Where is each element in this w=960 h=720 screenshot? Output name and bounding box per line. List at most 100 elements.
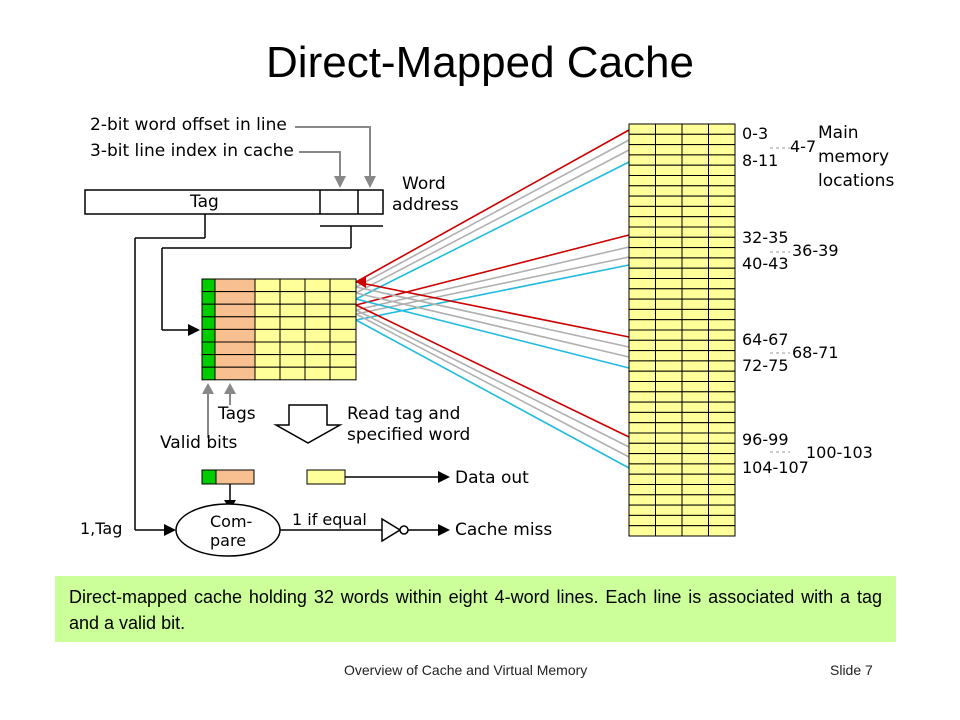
data-word-cell: [329, 278, 357, 293]
memory-word-cell: [708, 257, 736, 269]
mapping-line: [355, 256, 630, 315]
memory-word-cell: [681, 381, 709, 393]
memory-word-cell: [655, 288, 683, 300]
memory-word-cell: [708, 154, 736, 166]
tag-cell: [214, 316, 256, 330]
slide-title: Direct-Mapped Cache: [266, 38, 694, 87]
memory-word-cell: [628, 319, 656, 331]
mapping-line: [355, 129, 630, 283]
data-word-cell: [329, 316, 357, 330]
memory-word-cell: [628, 391, 656, 403]
inverter-gate: [381, 517, 402, 543]
range-label: 68-71: [792, 343, 839, 362]
data-word-cell: [254, 328, 281, 343]
slide-number: Slide 7: [830, 662, 873, 678]
data-word-cell: [304, 278, 331, 293]
memory-word-cell: [655, 298, 683, 310]
mapping-lines: [355, 129, 630, 469]
valid-bit-cell: [201, 278, 216, 293]
memory-word-cell: [681, 133, 709, 146]
valid-bit-cell: [201, 328, 216, 343]
mapping-arrowhead: [356, 276, 366, 288]
memory-word-cell: [708, 484, 736, 496]
memory-word-cell: [628, 175, 656, 187]
memory-word-cell: [655, 216, 683, 228]
tag-cell: [214, 341, 256, 356]
memory-word-cell: [708, 205, 736, 218]
memory-word-cell: [655, 144, 683, 156]
memory-word-cell: [708, 411, 736, 424]
data-word-cell: [329, 328, 357, 343]
memory-word-cell: [708, 473, 736, 486]
read-tag-label-1: Read tag and: [347, 404, 461, 424]
memory-word-cell: [655, 175, 683, 187]
memory-word-cell: [681, 350, 709, 362]
memory-word-cell: [655, 267, 683, 280]
memory-word-cell: [708, 216, 736, 228]
memory-word-cell: [708, 123, 736, 135]
memory-word-cell: [655, 350, 683, 362]
one-if-equal-label: 1 if equal: [292, 510, 367, 529]
memory-word-cell: [628, 267, 656, 280]
main-memory-label-3: locations: [818, 171, 895, 191]
memory-word-cell: [681, 247, 709, 259]
compare-label-1: Com-: [210, 512, 253, 531]
range-label: 40-43: [742, 254, 789, 273]
tag-cell: [214, 354, 256, 368]
memory-word-cell: [628, 226, 656, 238]
range-label: 8-11: [742, 151, 779, 170]
memory-word-cell: [655, 360, 683, 372]
memory-word-cell: [708, 525, 736, 537]
memory-word-cell: [655, 391, 683, 403]
range-label: 36-39: [792, 241, 839, 260]
memory-word-cell: [708, 370, 736, 383]
memory-word-cell: [628, 144, 656, 156]
read-tag-label-2: specified word: [347, 425, 471, 445]
data-word-cell: [304, 303, 331, 318]
memory-word-cell: [655, 422, 683, 434]
mapping-line: [355, 149, 630, 294]
memory-word-cell: [681, 453, 709, 465]
memory-word-cell: [681, 216, 709, 228]
memory-word-cell: [708, 319, 736, 331]
data-word-cell: [329, 291, 357, 305]
memory-word-cell: [628, 494, 656, 506]
memory-word-cell: [681, 298, 709, 310]
data-word-cell: [254, 341, 281, 356]
memory-word-cell: [708, 133, 736, 146]
valid-bit-cell: [201, 354, 216, 368]
memory-word-cell: [628, 381, 656, 393]
memory-word-cell: [681, 329, 709, 341]
memory-word-cell: [628, 463, 656, 475]
mapping-line: [355, 298, 630, 369]
memory-word-cell: [628, 473, 656, 486]
memory-word-cell: [708, 144, 736, 156]
footer-title: Overview of Cache and Virtual Memory: [344, 662, 588, 678]
memory-word-cell: [681, 432, 709, 444]
data-word-cell: [254, 316, 281, 330]
memory-word-cell: [628, 205, 656, 218]
memory-word-cell: [708, 195, 736, 207]
mapping-line: [355, 292, 630, 358]
valid-bit-cell: [201, 366, 216, 381]
memory-word-cell: [681, 319, 709, 331]
memory-word-cell: [655, 329, 683, 341]
main-memory-label-1: Main: [818, 123, 859, 143]
data-word-cell: [279, 291, 306, 305]
memory-word-cell: [628, 453, 656, 465]
memory-word-cell: [681, 411, 709, 424]
mapping-line: [355, 286, 630, 348]
memory-word-cell: [655, 226, 683, 238]
memory-word-cell: [708, 236, 736, 249]
data-word-cell: [304, 316, 331, 330]
range-label: 64-67: [742, 330, 789, 349]
memory-word-cell: [708, 422, 736, 434]
memory-word-cell: [708, 391, 736, 403]
memory-word-cell: [681, 236, 709, 249]
tag-cell: [214, 328, 256, 343]
field-pointer-arrows: [295, 126, 371, 178]
data-word-cell: [279, 341, 306, 356]
memory-word-cell: [708, 288, 736, 300]
cache-miss-label: Cache miss: [455, 520, 553, 540]
memory-word-cell: [708, 350, 736, 362]
